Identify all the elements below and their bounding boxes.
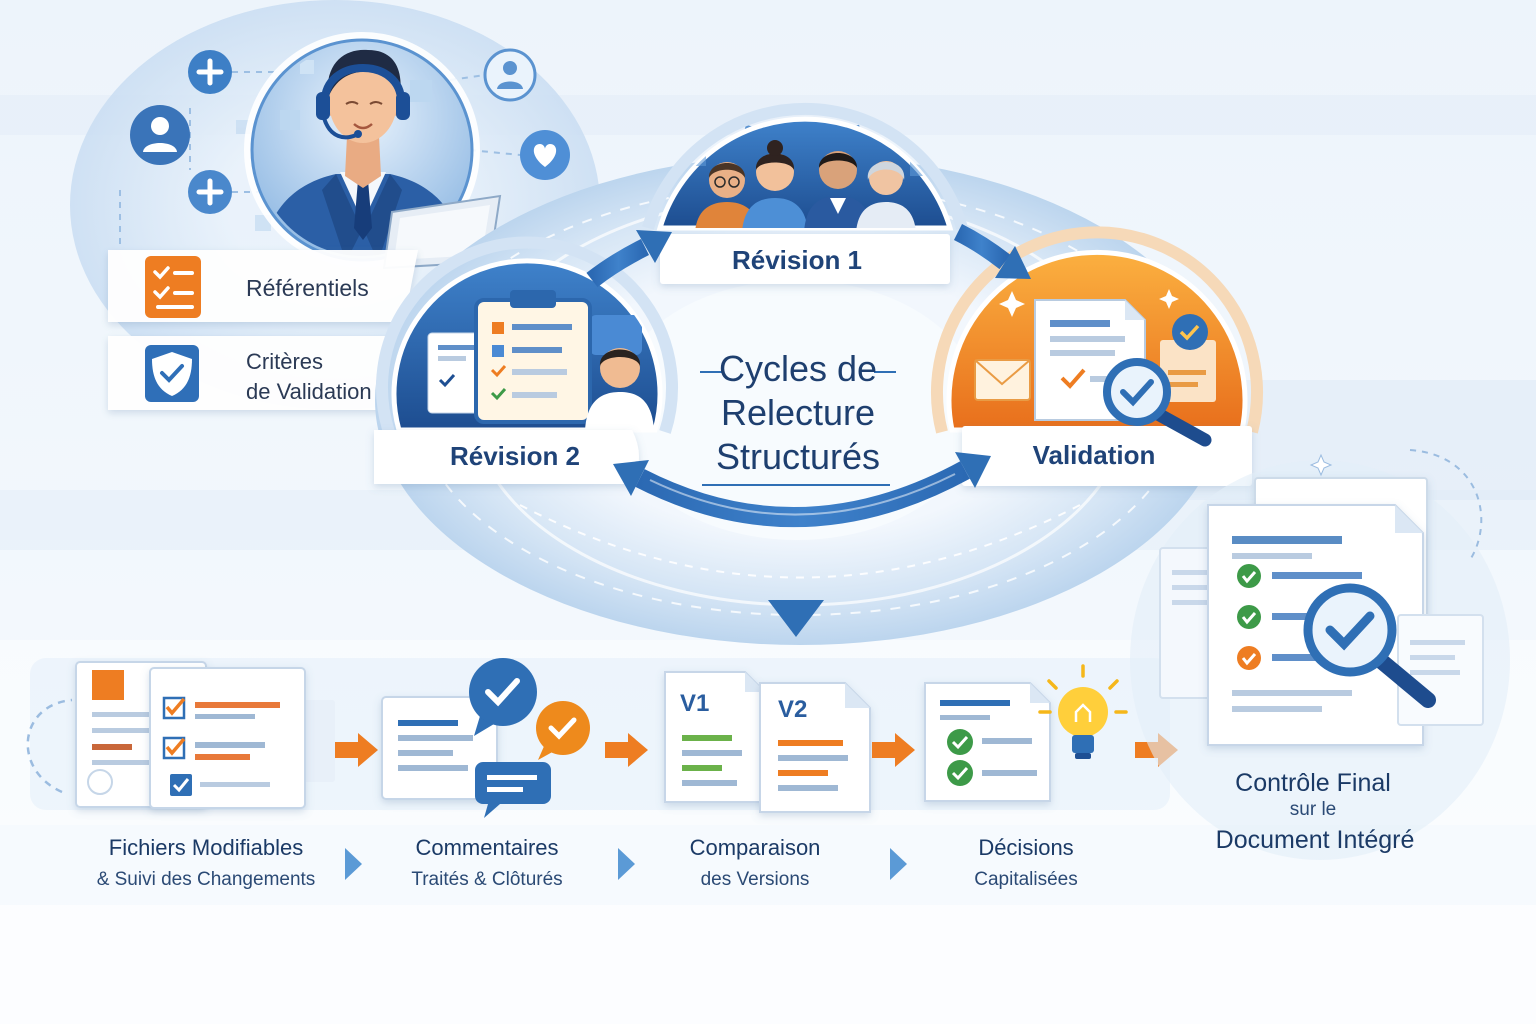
user-icon — [130, 105, 190, 165]
step-label-decisions: Décisions Capitalisées — [974, 835, 1078, 890]
final-line2: sur le — [1290, 799, 1336, 820]
stage-revision-1-label: Révision 1 — [732, 245, 862, 275]
arrow-revision1-to-validation — [953, 223, 1031, 279]
clipboard-checklist-icon — [427, 290, 654, 430]
step-arrow-2 — [605, 733, 648, 767]
tracked-changes-document-icon — [26, 661, 335, 809]
lightbulb-check-icon — [924, 664, 1128, 802]
dome-revision-1 — [656, 116, 954, 231]
arrow-validation-to-revision2 — [613, 452, 991, 528]
cycle-title: Cycles de Relecture Structurés — [700, 348, 896, 486]
team-icon — [690, 140, 926, 228]
step-label-commentaires: Commentaires Traités & Clôturés — [411, 835, 562, 890]
final-line3: Document Intégré — [1216, 826, 1415, 854]
stage-revision-2-label: Révision 2 — [450, 441, 580, 471]
cycle-title-line1: Cycles de — [719, 348, 877, 389]
version-tag-v2: V2 — [778, 696, 807, 723]
final-dashed-arc — [1409, 449, 1483, 561]
chevron-right-icon — [345, 848, 362, 880]
sparkle-icon — [1309, 453, 1333, 477]
cycle-dashed-arc — [519, 504, 1081, 579]
plus-icon — [188, 170, 232, 214]
step-1-subtitle: & Suivi des Changements — [97, 869, 316, 890]
step-label-comparaison: Comparaison des Versions — [690, 835, 821, 890]
step-arrow-1 — [335, 733, 378, 767]
cycle-title-line3: Structurés — [716, 436, 880, 477]
version-compare-icon: V1 V2 — [664, 671, 871, 813]
comment-check-icon — [381, 658, 590, 818]
user-icon — [483, 48, 537, 102]
step-4-subtitle: Capitalisées — [974, 869, 1078, 890]
card-criteres-label-line2: de Validation — [246, 379, 372, 404]
steps-row: V1 V2 — [26, 658, 1178, 890]
stage-validation-banner — [962, 426, 1252, 486]
card-criteres-validation: Critères de Validation — [108, 336, 406, 410]
step-label-fichiers: Fichiers Modifiables & Suivi des Changem… — [97, 835, 316, 890]
stage-revision-1-banner — [660, 234, 950, 284]
step-2-title: Commentaires — [415, 835, 558, 860]
arrow-revision2-to-revision1 — [586, 230, 672, 288]
stage-revision-2-banner — [374, 430, 639, 484]
chevron-right-icon — [890, 848, 907, 880]
step-4-title: Décisions — [978, 835, 1073, 860]
stage-revision-2: Révision 2 — [374, 236, 678, 484]
heart-icon — [520, 130, 570, 180]
step-2-subtitle: Traités & Clôturés — [411, 869, 562, 890]
final-control: Contrôle Final sur le Document Intégré — [1130, 449, 1510, 860]
step-3-subtitle: des Versions — [701, 869, 810, 890]
step-1-title: Fichiers Modifiables — [109, 835, 303, 860]
version-tag-v1: V1 — [680, 690, 709, 717]
final-line1: Contrôle Final — [1235, 769, 1391, 797]
cycle-title-line2: Relecture — [721, 392, 875, 433]
card-criteres-label-line1: Critères — [246, 349, 323, 374]
chevron-right-icon — [618, 848, 635, 880]
plus-icon — [188, 50, 232, 94]
step-arrow-3 — [872, 733, 915, 767]
checklist-icon — [145, 256, 201, 318]
card-referentiels-label: Référentiels — [246, 275, 369, 301]
lightbulb-icon — [1038, 664, 1128, 759]
stage-revision-1: Révision 1 — [642, 102, 968, 284]
card-referentiels: Référentiels — [108, 250, 418, 322]
document-magnifier-check-icon — [1159, 477, 1484, 746]
arrow-down-to-steps — [768, 600, 824, 637]
shield-check-icon — [145, 345, 199, 402]
step-3-title: Comparaison — [690, 835, 821, 860]
magnifier-check-icon — [1103, 358, 1212, 447]
stage-validation-label: Validation — [1033, 440, 1156, 470]
review-cycle: Cycles de Relecture Structurés — [374, 102, 1263, 645]
stage-validation: Validation — [931, 226, 1263, 486]
cycle-center-disc — [612, 280, 982, 540]
